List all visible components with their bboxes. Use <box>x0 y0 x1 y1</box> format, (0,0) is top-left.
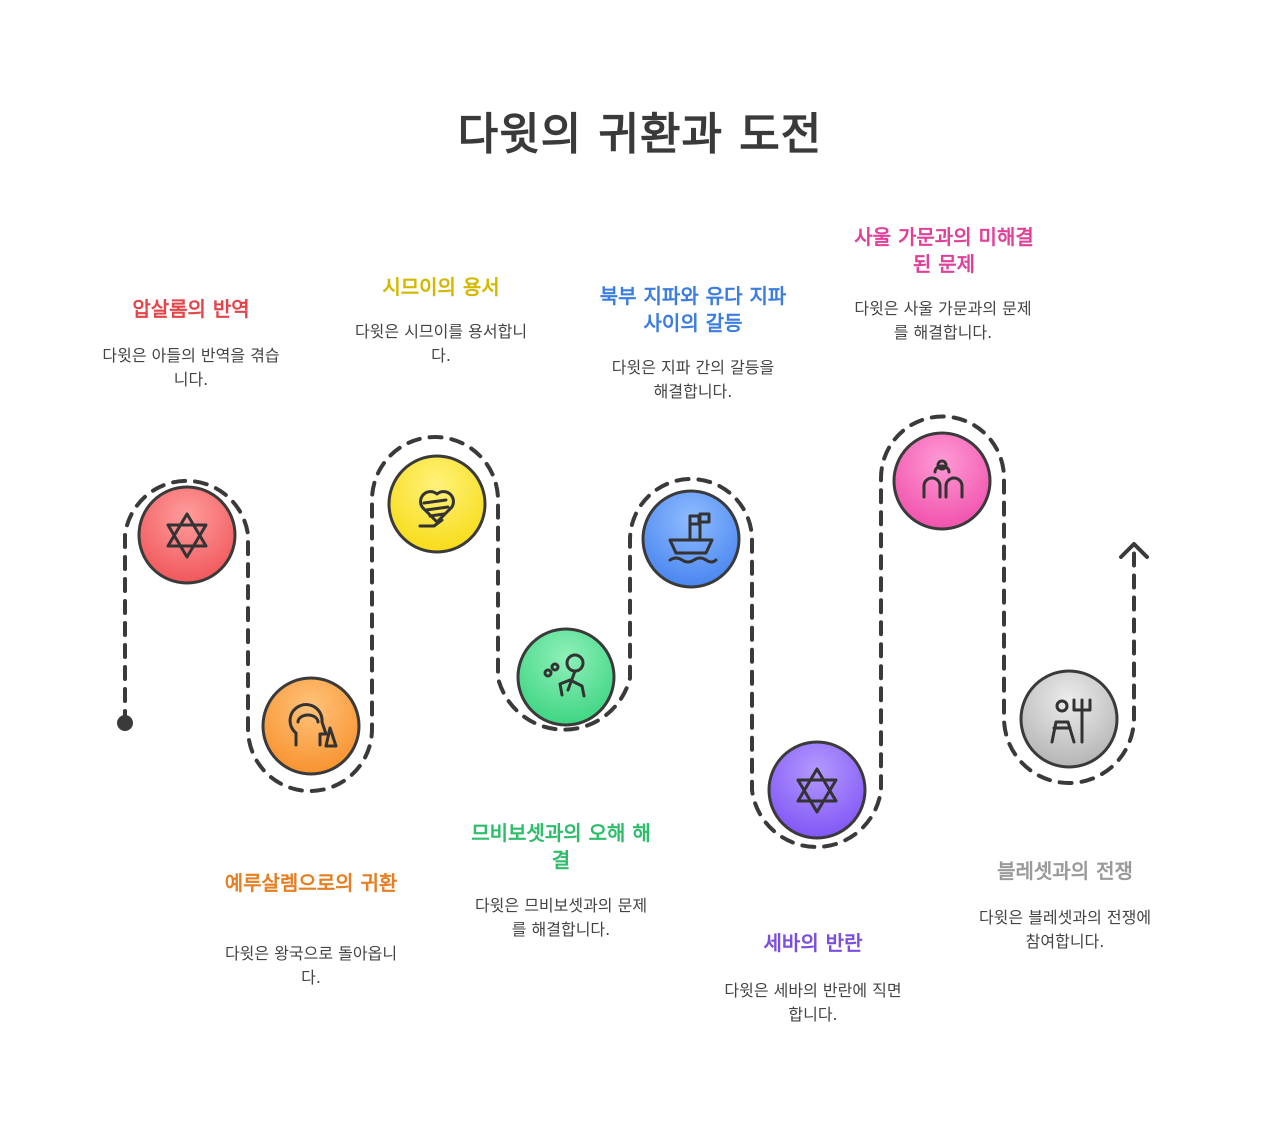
step-node-4 <box>516 627 616 727</box>
step-node-2 <box>261 676 361 776</box>
timeline-arrow-head <box>1119 542 1149 559</box>
step-node-5 <box>641 489 741 589</box>
timeline-start-dot <box>117 715 133 731</box>
step-8-description: 다윗은 블레셋과의 전쟁에 참여합니다. <box>978 908 1152 951</box>
step-8-title: 블레셋과의 전쟁 <box>997 859 1133 883</box>
step-7-title: 사울 가문과의 미해결된 문제 <box>854 225 1034 276</box>
step-node-3 <box>387 454 487 554</box>
family-icon <box>922 459 964 499</box>
step-5-description: 다윗은 지파 간의 갈등을 해결합니다. <box>611 358 775 401</box>
step-4-description: 다윗은 므비보셋과의 문제를 해결합니다. <box>474 896 648 939</box>
step-6-description: 다윗은 세바의 반란에 직면합니다. <box>724 981 902 1024</box>
step-node-7 <box>892 431 992 531</box>
step-3-description: 다윗은 시므이를 용서합니다. <box>354 322 528 365</box>
page-title: 다윗의 귀환과 도전 <box>457 109 823 160</box>
step-2-description: 다윗은 왕국으로 돌아옵니다. <box>224 944 398 987</box>
step-node-8 <box>1019 669 1119 769</box>
step-1-description: 다윗은 아들의 반역을 겪습니다. <box>102 346 280 389</box>
timeline-path <box>123 414 1136 849</box>
warrior-trident-icon <box>1050 698 1092 744</box>
star-of-david-icon <box>796 767 838 814</box>
step-7-description: 다윗은 사울 가문과의 문제를 해결합니다. <box>854 299 1032 342</box>
step-node-1 <box>137 485 237 585</box>
hand-flower-icon <box>543 653 586 698</box>
step-6-title: 세바의 반란 <box>763 931 863 955</box>
step-node-6 <box>767 740 867 840</box>
step-1-title: 압살롬의 반역 <box>132 297 250 321</box>
step-4-title: 므비보셋과의 오해 해결 <box>471 821 651 872</box>
ship-flags-icon <box>668 512 718 564</box>
step-2-title: 예루살렘으로의 귀환 <box>224 871 398 895</box>
heart-hand-icon <box>418 490 455 528</box>
star-of-david-icon <box>166 512 208 559</box>
return-head-icon <box>288 703 338 748</box>
step-3-title: 시므이의 용서 <box>382 275 500 299</box>
step-5-title: 북부 지파와 유다 지파 사이의 갈등 <box>599 284 787 335</box>
